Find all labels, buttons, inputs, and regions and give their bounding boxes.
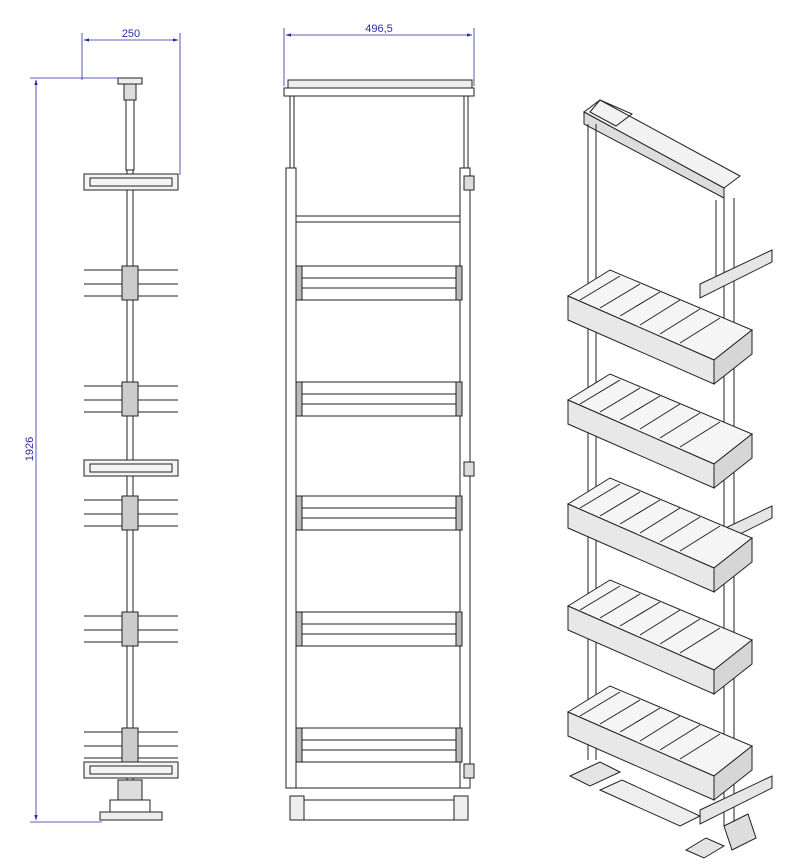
dim-label-overall-height: 1926 bbox=[24, 437, 36, 461]
iso-basket-2 bbox=[566, 373, 753, 490]
iso-basket-1 bbox=[566, 269, 753, 386]
side-basket-2 bbox=[84, 381, 178, 417]
iso-basket-5 bbox=[566, 685, 753, 802]
dimension-side-width: 250 bbox=[81, 28, 181, 175]
iso-basket-4 bbox=[566, 579, 753, 696]
dim-label-front-width: 496,5 bbox=[365, 23, 393, 35]
dimension-overall-height: 1926 bbox=[24, 77, 120, 823]
front-view bbox=[283, 79, 475, 821]
dimension-front-width: 496,5 bbox=[283, 23, 475, 86]
side-basket-4 bbox=[84, 611, 178, 647]
front-basket-1 bbox=[295, 265, 463, 301]
side-basket-3 bbox=[84, 495, 178, 531]
dim-label-side-width: 250 bbox=[122, 28, 140, 40]
iso-basket-3 bbox=[566, 477, 753, 594]
isometric-view bbox=[566, 99, 773, 859]
front-basket-4 bbox=[295, 611, 463, 647]
front-basket-3 bbox=[295, 495, 463, 531]
front-basket-2 bbox=[295, 381, 463, 417]
side-basket-5 bbox=[84, 727, 178, 763]
side-basket-1 bbox=[84, 265, 178, 301]
front-basket-5 bbox=[295, 727, 463, 763]
side-view bbox=[83, 77, 179, 821]
